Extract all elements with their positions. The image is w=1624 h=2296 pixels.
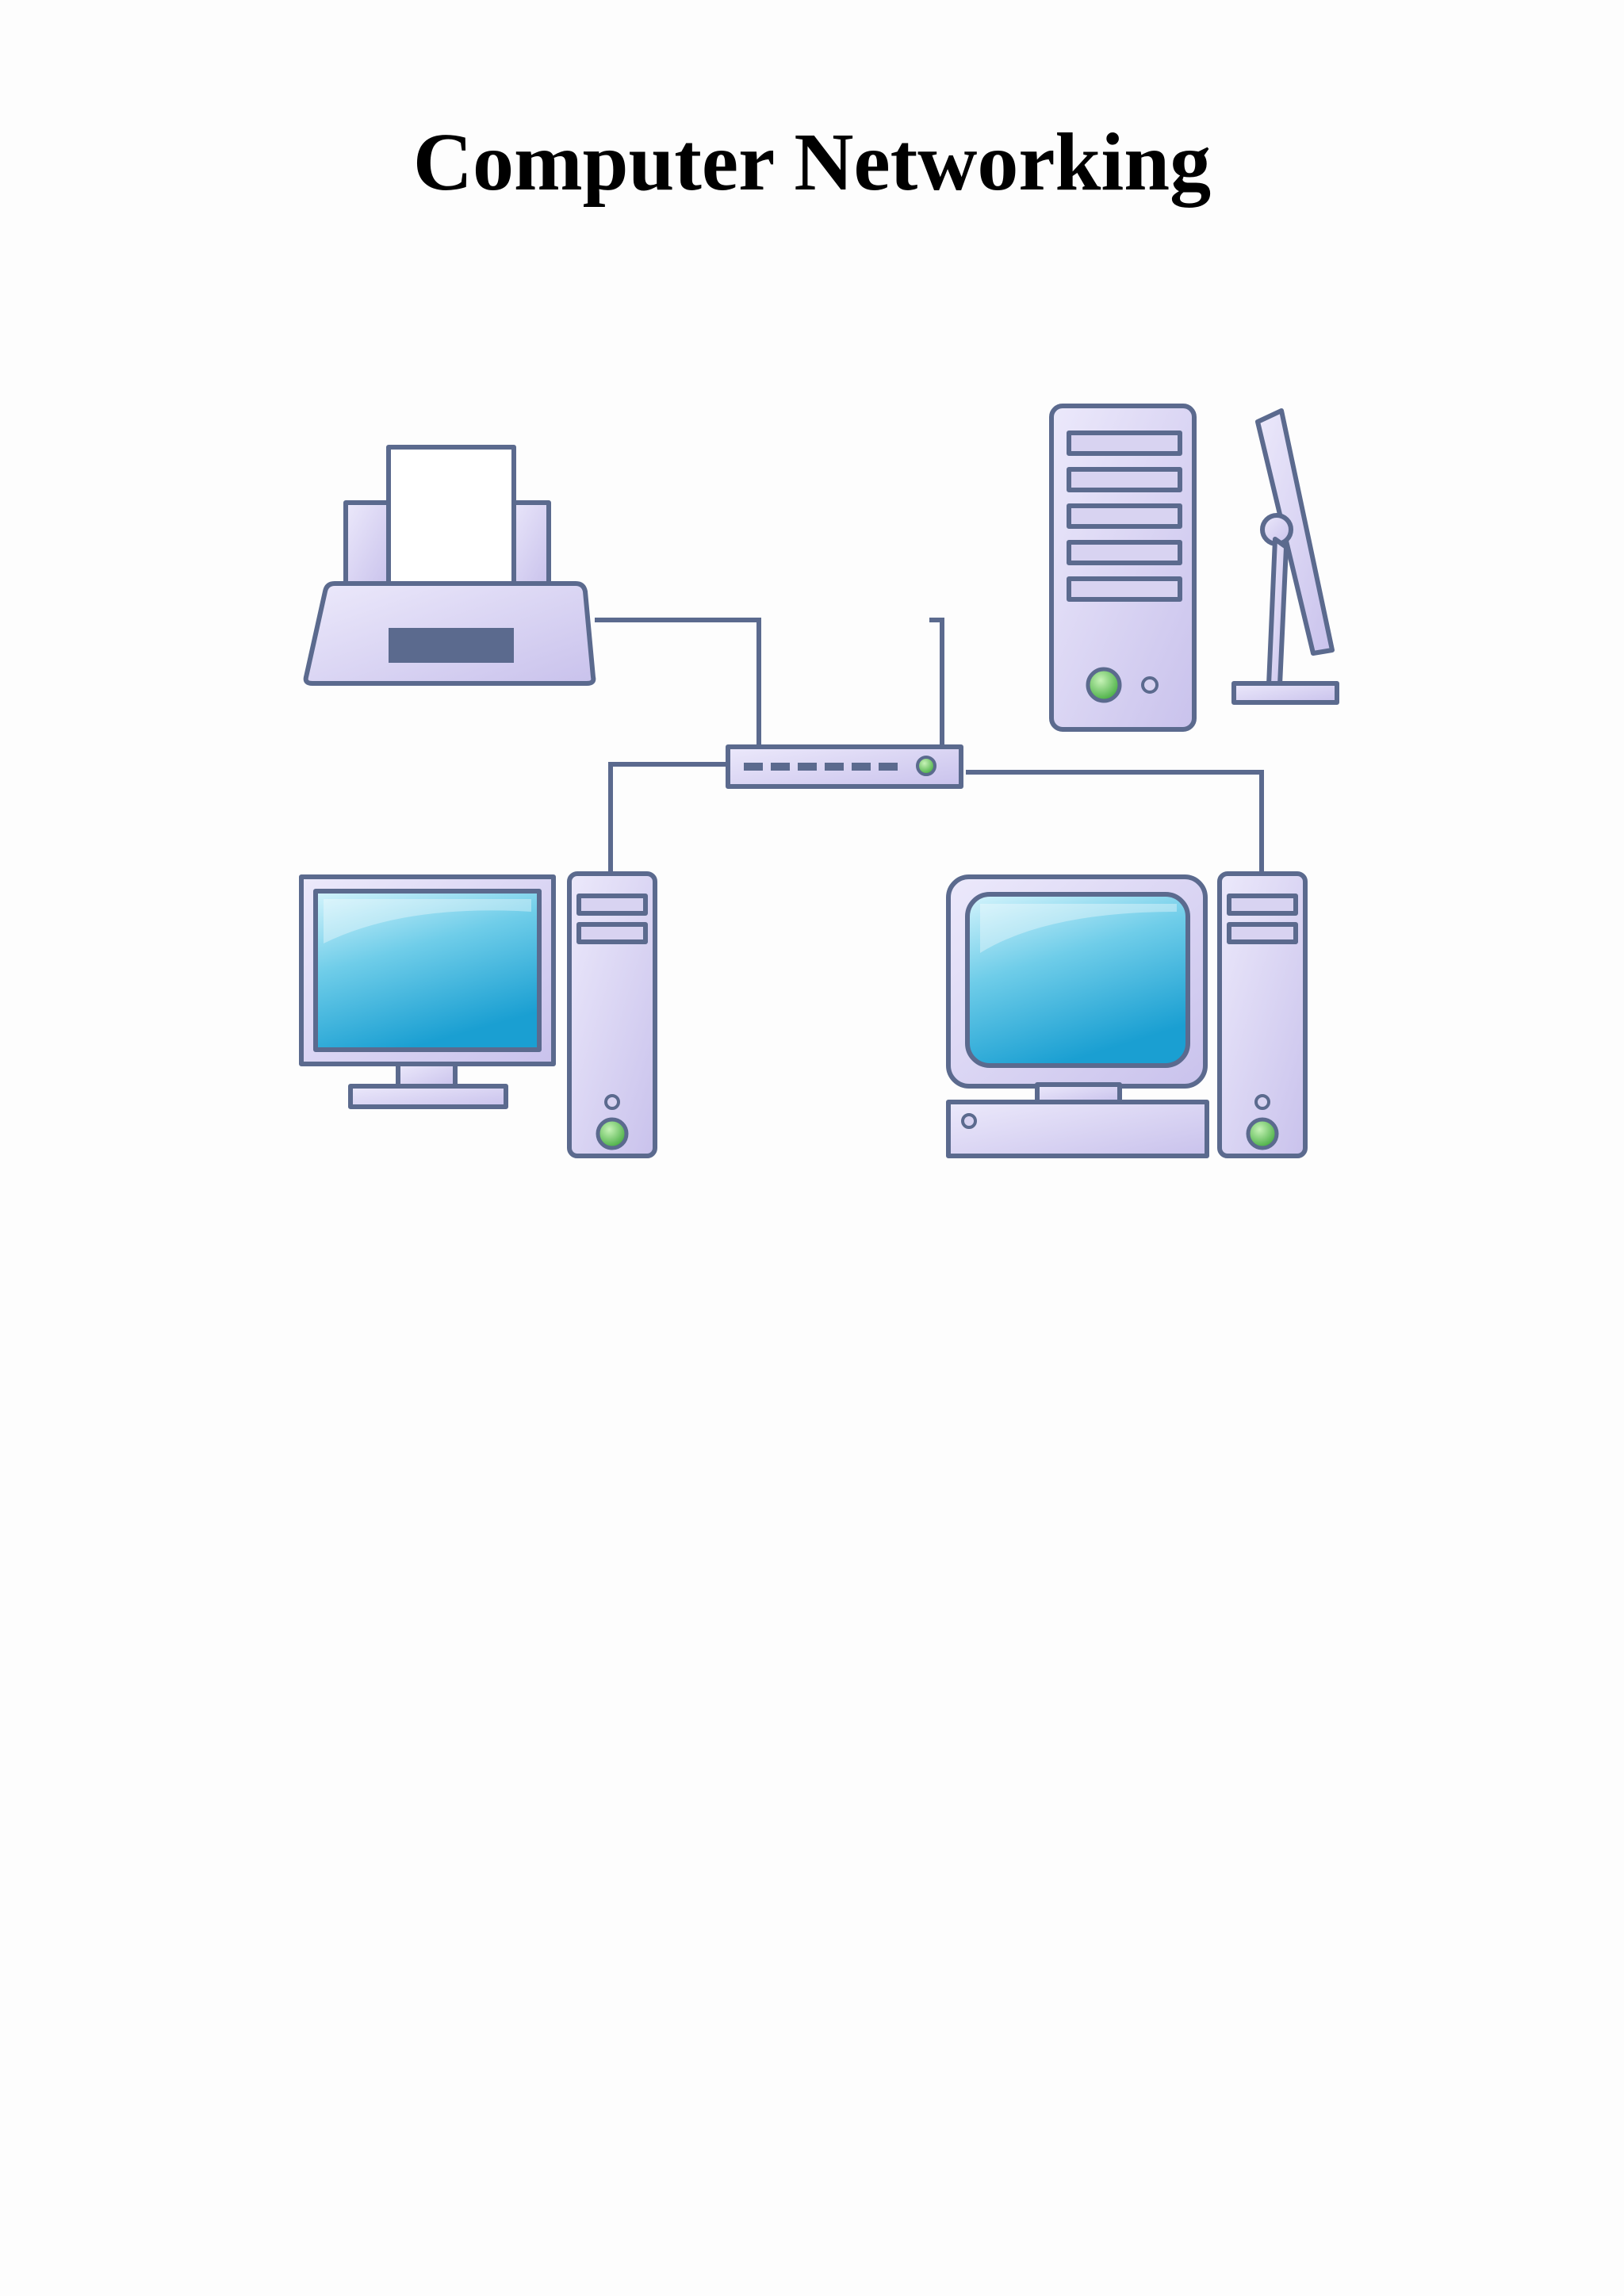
network-illustration [285, 388, 1364, 1197]
tower-server-icon [1049, 404, 1197, 732]
printer-icon [303, 445, 596, 686]
cable-printer [595, 618, 761, 750]
side-monitor-icon [1231, 408, 1339, 705]
page-title: Computer Networking [412, 117, 1212, 208]
lcd-desktop-computer-icon [299, 871, 657, 1158]
crt-desktop-computer-icon [946, 871, 1308, 1158]
cable-server [929, 618, 944, 750]
network-diagram-image [299, 404, 1339, 1158]
cable-lcd-computer [608, 762, 726, 874]
cable-crt-computer [966, 770, 1264, 874]
network-switch-icon [726, 744, 963, 789]
network-cables [595, 618, 1264, 874]
